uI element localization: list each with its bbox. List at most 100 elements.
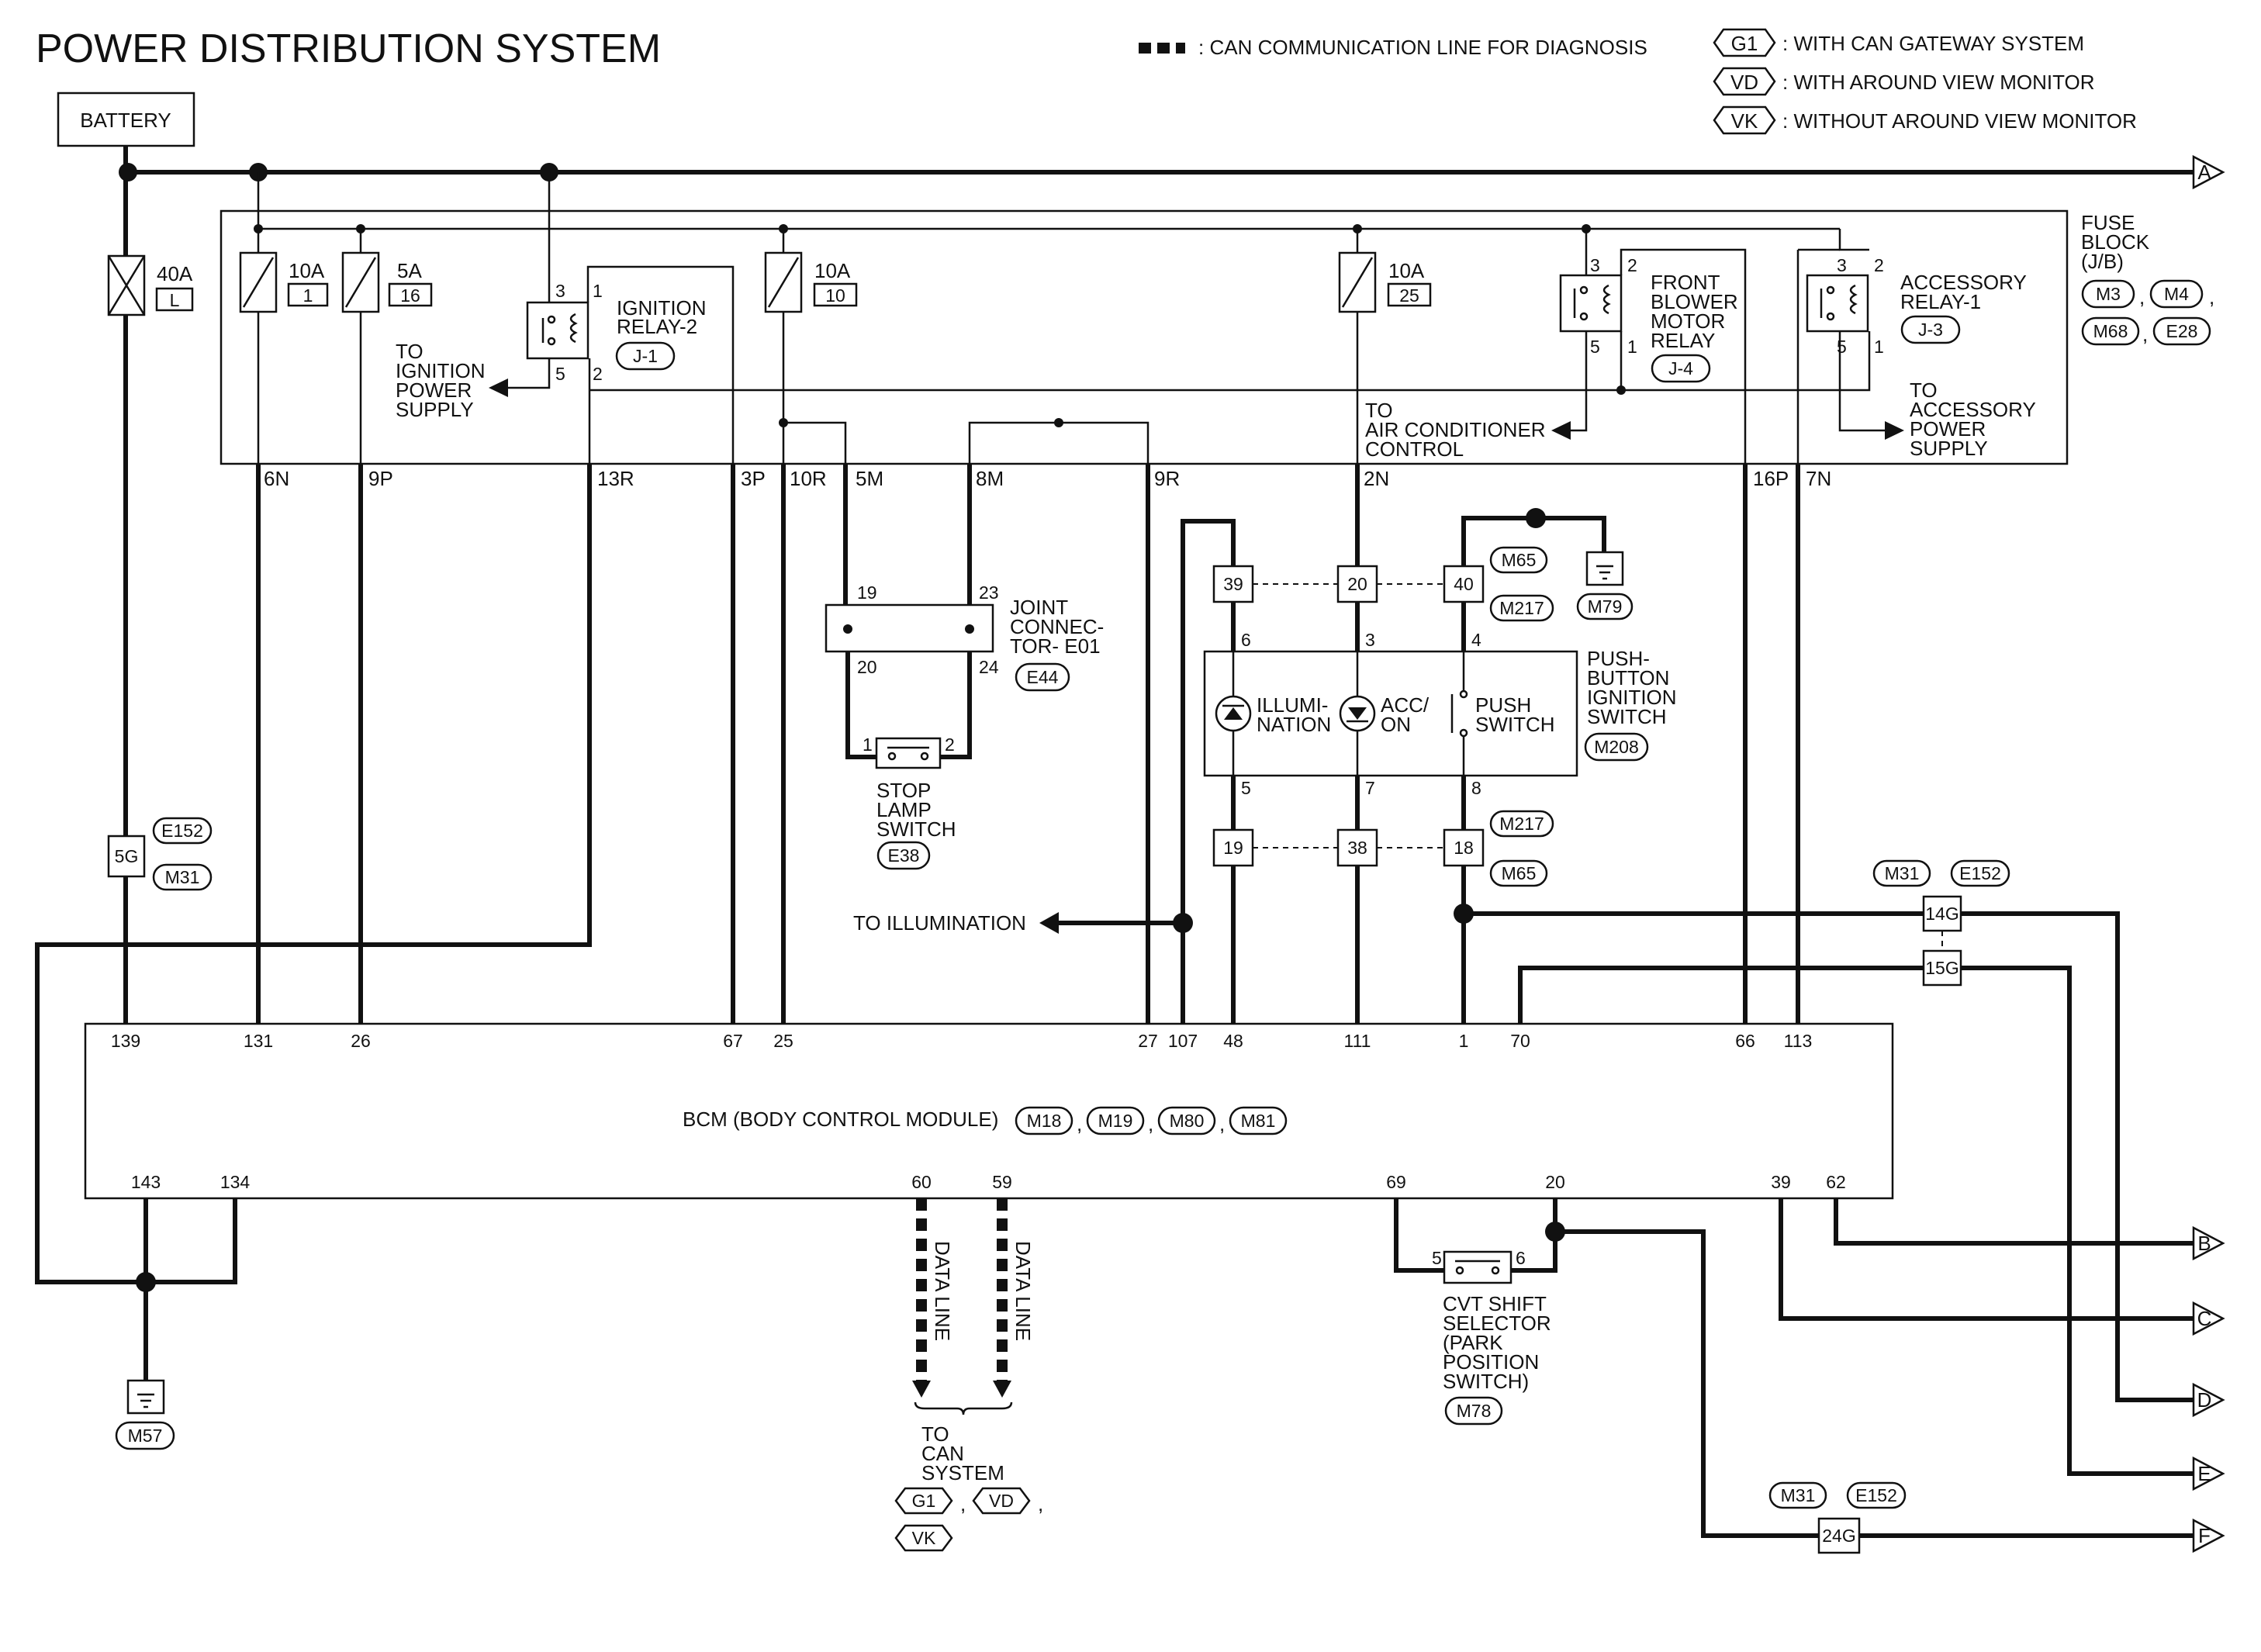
svg-text:1: 1 [303, 285, 313, 306]
svg-text:BUTTON: BUTTON [1587, 666, 1669, 689]
svg-text:,: , [2139, 285, 2145, 309]
svg-text:134: 134 [220, 1172, 251, 1192]
svg-text:20: 20 [1545, 1172, 1565, 1192]
svg-text:PUSH: PUSH [1475, 693, 1531, 717]
svg-text:ACC/: ACC/ [1381, 693, 1430, 717]
svg-text:VK: VK [912, 1528, 936, 1548]
joint-connector-e01 [825, 603, 994, 653]
svg-text:8M: 8M [976, 467, 1004, 490]
push-switch-icon [1450, 689, 1468, 738]
svg-text:IGNITION: IGNITION [1587, 686, 1677, 709]
svg-text:10: 10 [825, 285, 845, 306]
svg-text:J-3: J-3 [1918, 320, 1943, 340]
svg-text:1: 1 [1874, 337, 1884, 357]
svg-text:M81: M81 [1241, 1111, 1276, 1131]
output-a-arrow [2192, 154, 2225, 190]
svg-text:5M: 5M [856, 467, 883, 490]
bcm-top-pins: 139 131 26 67 25 27 107 48 111 1 70 66 1… [111, 1031, 1813, 1051]
svg-text:TOR- E01: TOR- E01 [1010, 634, 1101, 658]
svg-text:10A: 10A [1388, 259, 1425, 282]
svg-text:E38: E38 [888, 845, 920, 866]
bcm-label: BCM (BODY CONTROL MODULE) [683, 1108, 998, 1131]
svg-text:2: 2 [945, 734, 955, 755]
svg-text:M208: M208 [1594, 737, 1639, 757]
svg-text:14G: 14G [1925, 904, 1958, 924]
svg-text:CONNEC-: CONNEC- [1010, 615, 1104, 638]
svg-text:E152: E152 [1959, 863, 2001, 883]
svg-text:2: 2 [1627, 255, 1637, 275]
fuse-block-outline [220, 209, 2069, 465]
svg-text:IGNITION: IGNITION [396, 359, 486, 382]
svg-text:J-4: J-4 [1668, 358, 1693, 378]
svg-text:M68: M68 [2093, 321, 2128, 341]
svg-text:25: 25 [1399, 285, 1419, 306]
svg-text:6: 6 [1241, 630, 1251, 650]
svg-text:15G: 15G [1925, 958, 1958, 978]
svg-text:G1: G1 [912, 1491, 936, 1511]
svg-text:113: 113 [1784, 1031, 1813, 1051]
svg-text:M4: M4 [2164, 284, 2189, 304]
svg-text:4: 4 [1471, 630, 1481, 650]
svg-text:C: C [2197, 1307, 2212, 1330]
inline-connector-24g [1817, 1517, 1861, 1554]
svg-text:25: 25 [773, 1031, 793, 1051]
svg-text:26: 26 [351, 1031, 371, 1051]
svg-text:3: 3 [555, 281, 565, 301]
legend-vk-tag [1713, 105, 1776, 135]
svg-text:M3: M3 [2096, 284, 2121, 304]
fuse-block-label-1: FUSE [2081, 211, 2135, 234]
connector-39 [1212, 565, 1254, 603]
svg-text:131: 131 [244, 1031, 273, 1051]
svg-text:CVT SHIFT: CVT SHIFT [1443, 1292, 1547, 1315]
svg-text:59: 59 [992, 1172, 1012, 1192]
svg-text:M31: M31 [1781, 1485, 1816, 1505]
svg-text:38: 38 [1347, 838, 1367, 858]
svg-text:3: 3 [1590, 255, 1600, 275]
svg-text:8: 8 [1471, 778, 1481, 798]
svg-text:1: 1 [1627, 337, 1637, 357]
svg-text:24G: 24G [1822, 1526, 1855, 1546]
svg-text:ACCESSORY: ACCESSORY [1900, 271, 2027, 294]
svg-text:19: 19 [1223, 838, 1243, 858]
svg-text:5G: 5G [115, 846, 139, 866]
svg-text:20: 20 [857, 657, 877, 677]
svg-text:PUSH-: PUSH- [1587, 647, 1650, 670]
svg-text:27: 27 [1138, 1031, 1158, 1051]
svg-text:,: , [1219, 1112, 1225, 1135]
svg-text:39: 39 [1223, 574, 1243, 594]
svg-text:2: 2 [1874, 255, 1884, 275]
svg-text:MOTOR: MOTOR [1651, 309, 1725, 333]
svg-text:POWER: POWER [1910, 417, 1986, 441]
svg-text:E: E [2197, 1462, 2211, 1485]
svg-text:1: 1 [863, 734, 873, 755]
svg-text:M217: M217 [1499, 814, 1544, 834]
svg-text:,: , [1077, 1112, 1082, 1135]
svg-text:E44: E44 [1027, 667, 1059, 687]
wire-13r-143 [35, 464, 592, 1284]
wire-to-d [1961, 911, 2195, 1402]
svg-text:3P: 3P [741, 467, 766, 490]
legend-vd-tag [1713, 67, 1776, 96]
svg-text:,: , [960, 1492, 966, 1515]
svg-text:139: 139 [111, 1031, 140, 1051]
legend-vk-text: : WITHOUT AROUND VIEW MONITOR [1782, 109, 2137, 133]
svg-text:48: 48 [1223, 1031, 1243, 1051]
svg-text:E152: E152 [1855, 1485, 1897, 1505]
svg-text:DATA LINE: DATA LINE [931, 1241, 954, 1341]
svg-text:5: 5 [1837, 337, 1847, 357]
bcm-module [84, 1022, 1894, 1200]
legend-vd-text: : WITH AROUND VIEW MONITOR [1782, 71, 2095, 94]
svg-text:39: 39 [1771, 1172, 1791, 1192]
svg-text:RELAY-2: RELAY-2 [617, 315, 697, 338]
battery-box [57, 92, 195, 147]
svg-text:5: 5 [1432, 1248, 1442, 1268]
svg-text:7N: 7N [1806, 467, 1831, 490]
output-b-arrow [2192, 1225, 2225, 1261]
svg-text:10A: 10A [289, 259, 325, 282]
ground-m79 [1585, 551, 1624, 586]
svg-text:M31: M31 [1885, 863, 1920, 883]
svg-text:SWITCH): SWITCH) [1443, 1370, 1529, 1393]
svg-text:18: 18 [1454, 838, 1474, 858]
svg-text:5: 5 [1241, 778, 1251, 798]
svg-text:SWITCH: SWITCH [876, 817, 956, 841]
